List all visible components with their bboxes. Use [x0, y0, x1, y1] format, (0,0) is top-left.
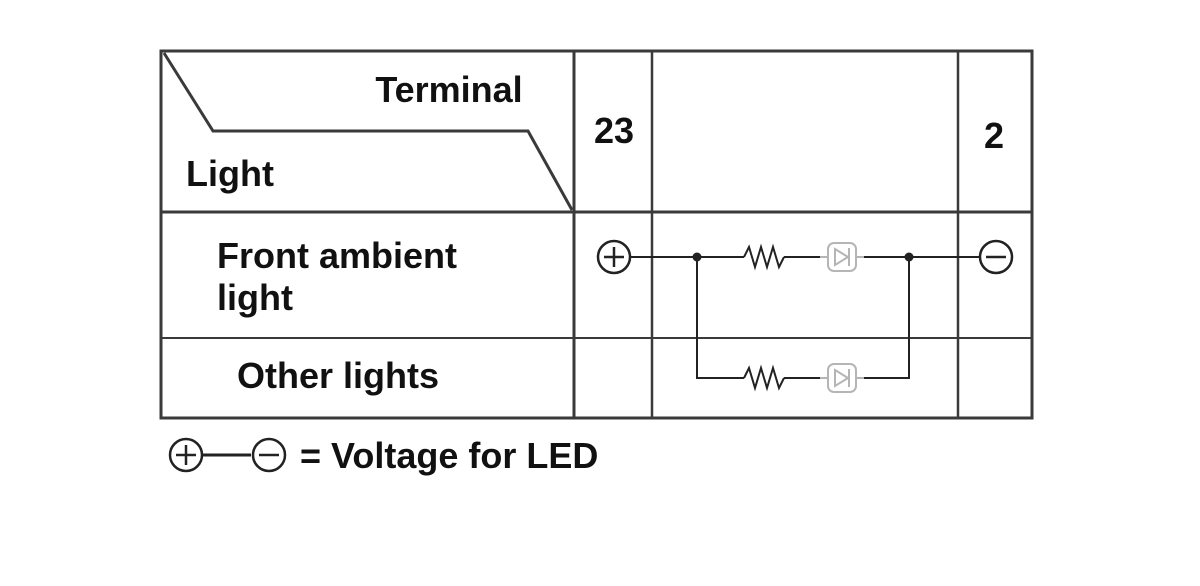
terminal-23-label: 23 — [594, 110, 634, 151]
resistor-icon — [743, 364, 785, 392]
legend: = Voltage for LED — [168, 435, 598, 476]
minus-terminal-icon — [251, 437, 287, 473]
legend-text: = Voltage for LED — [300, 435, 598, 476]
circuit-front-ambient — [630, 242, 980, 272]
terminal-2-label: 2 — [984, 115, 1004, 156]
circuit-other-lights — [696, 257, 910, 393]
plus-terminal-icon — [168, 437, 204, 473]
led-icon — [820, 242, 864, 272]
row-front-ambient-line1: Front ambient — [217, 235, 457, 276]
resistor-icon — [743, 243, 785, 271]
header-light: Light — [186, 153, 274, 194]
led-icon — [820, 363, 864, 393]
header-diagonal — [162, 52, 574, 211]
table-grid — [159, 49, 1034, 420]
wire — [696, 257, 744, 379]
wire — [864, 257, 910, 379]
row-other-lights: Other lights — [237, 355, 439, 396]
header-terminal: Terminal — [375, 69, 522, 110]
minus-terminal-icon — [978, 239, 1014, 275]
plus-terminal-icon — [596, 239, 632, 275]
table-outline — [159, 49, 1034, 420]
row-front-ambient-line2: light — [217, 277, 293, 318]
